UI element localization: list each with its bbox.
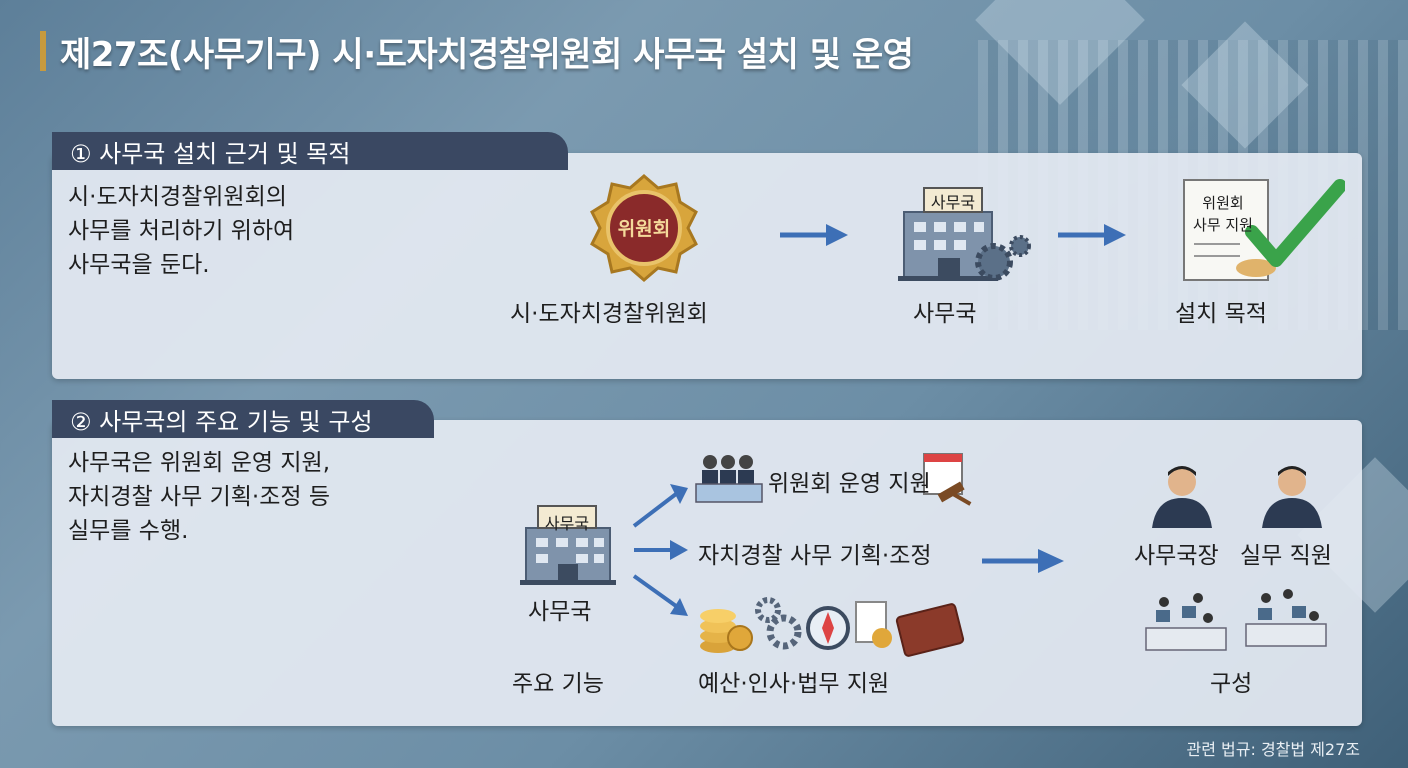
title-text: 제27조(사무기구) 시·도자치경찰위원회 사무국 설치 및 운영 [60,34,914,75]
document-text-line2: 사무 지원 [1193,216,1253,234]
staff-director-label: 사무국장 [1134,543,1219,569]
main-function-label: 주요 기능 [512,671,604,697]
composition-label: 구성 [1210,671,1253,697]
flow-label-purpose: 설치 목적 [1175,301,1267,327]
flow-arrow-composition [982,549,1064,573]
police-document-icon [855,601,892,648]
director-person-icon [1152,466,1212,528]
office-building-icon-small [520,505,616,585]
flow-arrow-2 [1058,224,1126,246]
section1-heading: ① 사무국 설치 근거 및 목적 [52,132,568,170]
function-planning: 자치경찰 사무 기획·조정 [698,543,932,569]
document-text-line1: 위원회 [1202,194,1244,212]
office-label: 사무국 [528,599,592,625]
title-accent-bar [40,31,46,71]
office-workers-icon [1145,589,1327,651]
compass-icon [806,606,850,650]
function-budget-hr-legal: 예산·인사·법무 지원 [698,671,890,697]
committee-badge-icon [590,174,698,282]
calendar-gavel-icon [923,453,972,506]
section1-description: 시·도자치경찰위원회의 사무를 처리하기 위하여 사무국을 둔다. [68,184,295,278]
committee-badge-text: 위원회 [617,218,671,240]
document-check-icon [1183,179,1345,281]
flow-arrow-1 [780,224,848,246]
page-title: 제27조(사무기구) 시·도자치경찰위원회 사무국 설치 및 운영 [40,26,914,76]
support-icons [700,597,965,657]
office-building-icon [898,187,1031,281]
footer-reference: 관련 법규: 경찰법 제27조 [1186,740,1361,759]
office-sign-text: 사무국 [930,193,976,212]
section2-description: 사무국은 위원회 운영 지원, 자치경찰 사무 기획·조정 등 실무를 수행. [68,450,331,544]
office-sign-text-small: 사무국 [544,514,590,533]
law-book-icon [895,603,965,657]
coins-icon [700,609,753,653]
flow-label-committee: 시·도자치경찰위원회 [510,301,708,327]
staff-worker-label: 실무 직원 [1240,543,1332,569]
function-committee-support: 위원회 운영 지원 [768,471,931,497]
meeting-icon [695,455,763,503]
branch-arrows [632,484,688,616]
flow-label-office: 사무국 [913,301,977,327]
staff-person-icon [1262,466,1322,528]
staff-icons [1152,466,1322,528]
section1-panel [52,153,1362,379]
section2-heading: ② 사무국의 주요 기능 및 구성 [52,400,434,438]
gears-icon [755,597,802,650]
